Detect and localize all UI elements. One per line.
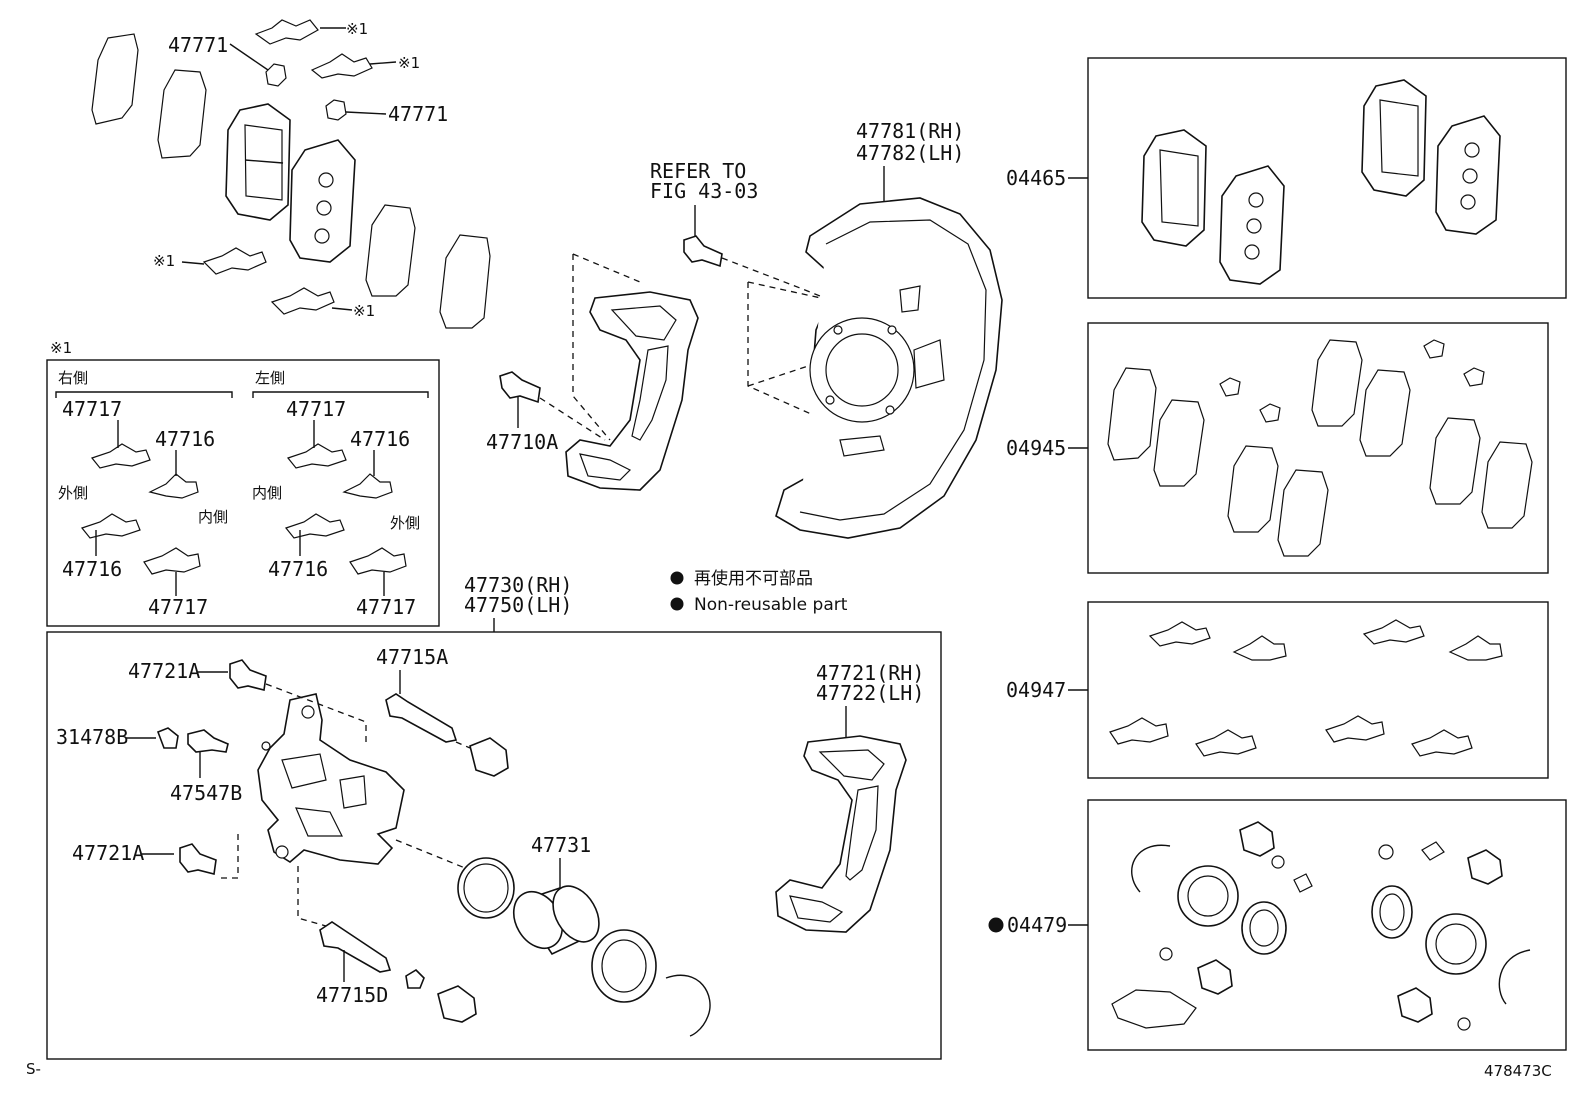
- caliper-mounting-bracket: [565, 291, 699, 491]
- slide-pin-upper: [385, 693, 458, 743]
- inset-left-side: 左側: [255, 369, 285, 387]
- inset-l-outer: 外側: [390, 514, 420, 532]
- label-47721: 47721(RH): [816, 661, 924, 685]
- shim-inner-far: [439, 234, 491, 329]
- label-47730: 47730(RH): [464, 573, 572, 597]
- label-47715A: 47715A: [376, 645, 448, 669]
- label-04479: 04479: [1007, 913, 1067, 937]
- legend-bullet-en: [670, 597, 684, 611]
- label-mark1-a: ※1: [346, 20, 368, 38]
- label-47721A-b: 47721A: [72, 841, 144, 865]
- legend-japanese: 再使用不可部品: [694, 568, 813, 589]
- footer-diagram-code: 478473C: [1484, 1062, 1552, 1080]
- legend-bullet-jp: [670, 571, 684, 585]
- label-31478B: 31478B: [56, 725, 128, 749]
- inset-l-47716-bot: 47716: [268, 557, 328, 581]
- bracket-bolt-lower: [499, 371, 541, 404]
- bushing-small: [405, 968, 425, 989]
- label-mark1-b: ※1: [398, 54, 420, 72]
- label-47722: 47722(LH): [816, 681, 924, 705]
- label-47547B: 47547B: [170, 781, 242, 805]
- label-47781: 47781(RH): [856, 119, 964, 143]
- caliper-bracket-in-box: [775, 735, 907, 933]
- label-04945: 04945: [1006, 436, 1066, 460]
- label-47715D: 47715D: [316, 983, 388, 1007]
- label-47710A: 47710A: [486, 430, 558, 454]
- caliper-housing: [257, 693, 405, 865]
- kit-box-04945: 04945: [1006, 322, 1549, 574]
- label-47782: 47782(LH): [856, 141, 964, 165]
- shim-outer-far: [91, 33, 139, 125]
- non-reusable-marker: [988, 917, 1004, 933]
- clip-bottom-b: [270, 287, 335, 315]
- kit-box-04947: 04947: [1006, 601, 1549, 779]
- slide-pin-lower: [319, 921, 392, 973]
- label-04465: 04465: [1006, 166, 1066, 190]
- clip-47771-b: [325, 99, 347, 121]
- piston: [512, 885, 600, 956]
- label-mark1-d: ※1: [353, 302, 375, 320]
- caliper-assembly-box: 47730(RH) 47750(LH) 47721A 47715A 31478B…: [46, 573, 942, 1060]
- kit-box-04479: 04479: [988, 799, 1567, 1051]
- label-47731: 47731: [531, 833, 591, 857]
- label-47721A-a: 47721A: [128, 659, 200, 683]
- label-47771-a: 47771: [168, 33, 228, 57]
- bleeder-cap: [156, 727, 179, 749]
- inset-r-outer: 外側: [58, 484, 88, 502]
- inset-r-47717-top: 47717: [62, 397, 122, 421]
- brake-pad-outer: [225, 103, 291, 221]
- pin-boot-lower: [437, 985, 477, 1023]
- bleeder-plug: [187, 729, 229, 753]
- inset-right-side: 右側: [58, 369, 88, 387]
- label-04947: 04947: [1006, 678, 1066, 702]
- clip-47771-a: [265, 63, 287, 87]
- bleeder-bolt-lower: [179, 843, 217, 875]
- inset-r-47716-bot: 47716: [62, 557, 122, 581]
- shim-outer: [157, 69, 207, 159]
- label-refer-fig: FIG 43-03: [650, 179, 758, 203]
- inset-r-47716-top: 47716: [155, 427, 215, 451]
- label-refer-to: REFER TO: [650, 159, 746, 183]
- inset-r-47717-bot: 47717: [148, 595, 208, 619]
- brake-pad-inner: [289, 139, 356, 263]
- clip-top-a: [254, 19, 319, 45]
- dust-shield-group: 47781(RH) 47782(LH): [775, 119, 1003, 539]
- inset-l-47716-top: 47716: [350, 427, 410, 451]
- clip-bottom-a: [202, 247, 267, 275]
- set-ring: [665, 974, 711, 1037]
- footer-left: S-: [26, 1060, 41, 1078]
- inset-mark: ※1: [50, 339, 72, 357]
- bleeder-bolt-upper: [229, 659, 267, 691]
- inset-r-inner: 内側: [198, 508, 228, 526]
- shim-inner: [365, 204, 416, 297]
- mounting-bracket-group: REFER TO FIG 43-03 47710A: [486, 159, 831, 491]
- label-47750: 47750(LH): [464, 593, 572, 617]
- pin-boot-upper: [469, 737, 509, 777]
- inset-l-inner: 内側: [252, 484, 282, 502]
- bracket-bolt-upper: [683, 235, 723, 268]
- pad-group-top: 47771 ※1 ※1 47771 ※1 ※1: [91, 19, 491, 329]
- label-mark1-c: ※1: [153, 252, 175, 270]
- inset-l-47717-top: 47717: [286, 397, 346, 421]
- clip-top-b: [310, 53, 373, 79]
- kit-box-04465: 04465: [1006, 57, 1567, 299]
- legend-english: Non-reusable part: [694, 595, 848, 615]
- inset-clip-box: ※1 右側 左側 47717 47716 外側 内側 47716 47717 4…: [46, 339, 440, 627]
- inset-l-47717-bot: 47717: [356, 595, 416, 619]
- label-47771-b: 47771: [388, 102, 448, 126]
- legend: 再使用不可部品 Non-reusable part: [670, 568, 848, 615]
